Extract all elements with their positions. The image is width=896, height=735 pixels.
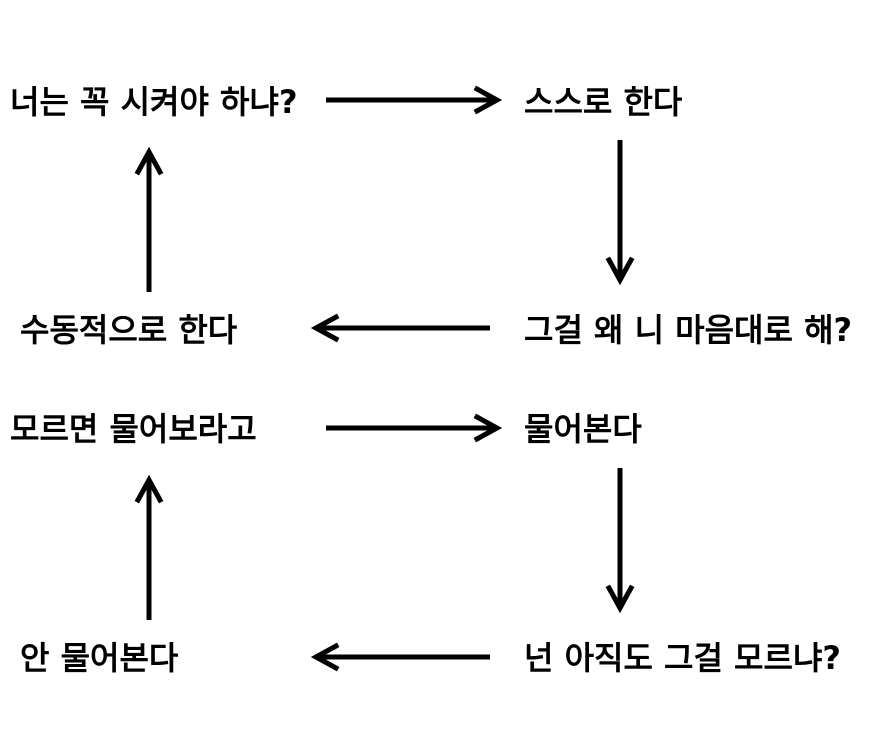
arrow-n1-n2	[326, 85, 503, 115]
arrow-n8-n5	[134, 474, 164, 620]
node-n2: 스스로 한다	[524, 83, 683, 121]
node-n6: 물어본다	[524, 410, 642, 448]
arrow-n5-n6	[326, 413, 503, 443]
node-n4: 수동적으로 한다	[20, 311, 238, 349]
node-n1: 너는 꼭 시켜야 하냐?	[10, 83, 298, 121]
node-n7: 넌 아직도 그걸 모르냐?	[524, 639, 841, 677]
node-n3: 그걸 왜 니 마음대로 해?	[524, 311, 853, 349]
arrow-n2-n3	[605, 140, 635, 286]
node-n5: 모르면 물어보라고	[10, 410, 257, 448]
node-n8: 안 물어본다	[20, 639, 179, 677]
arrow-n3-n4	[310, 313, 490, 343]
arrow-n7-n8	[310, 642, 490, 672]
arrow-n6-n7	[605, 468, 635, 614]
arrow-n4-n1	[134, 146, 164, 292]
